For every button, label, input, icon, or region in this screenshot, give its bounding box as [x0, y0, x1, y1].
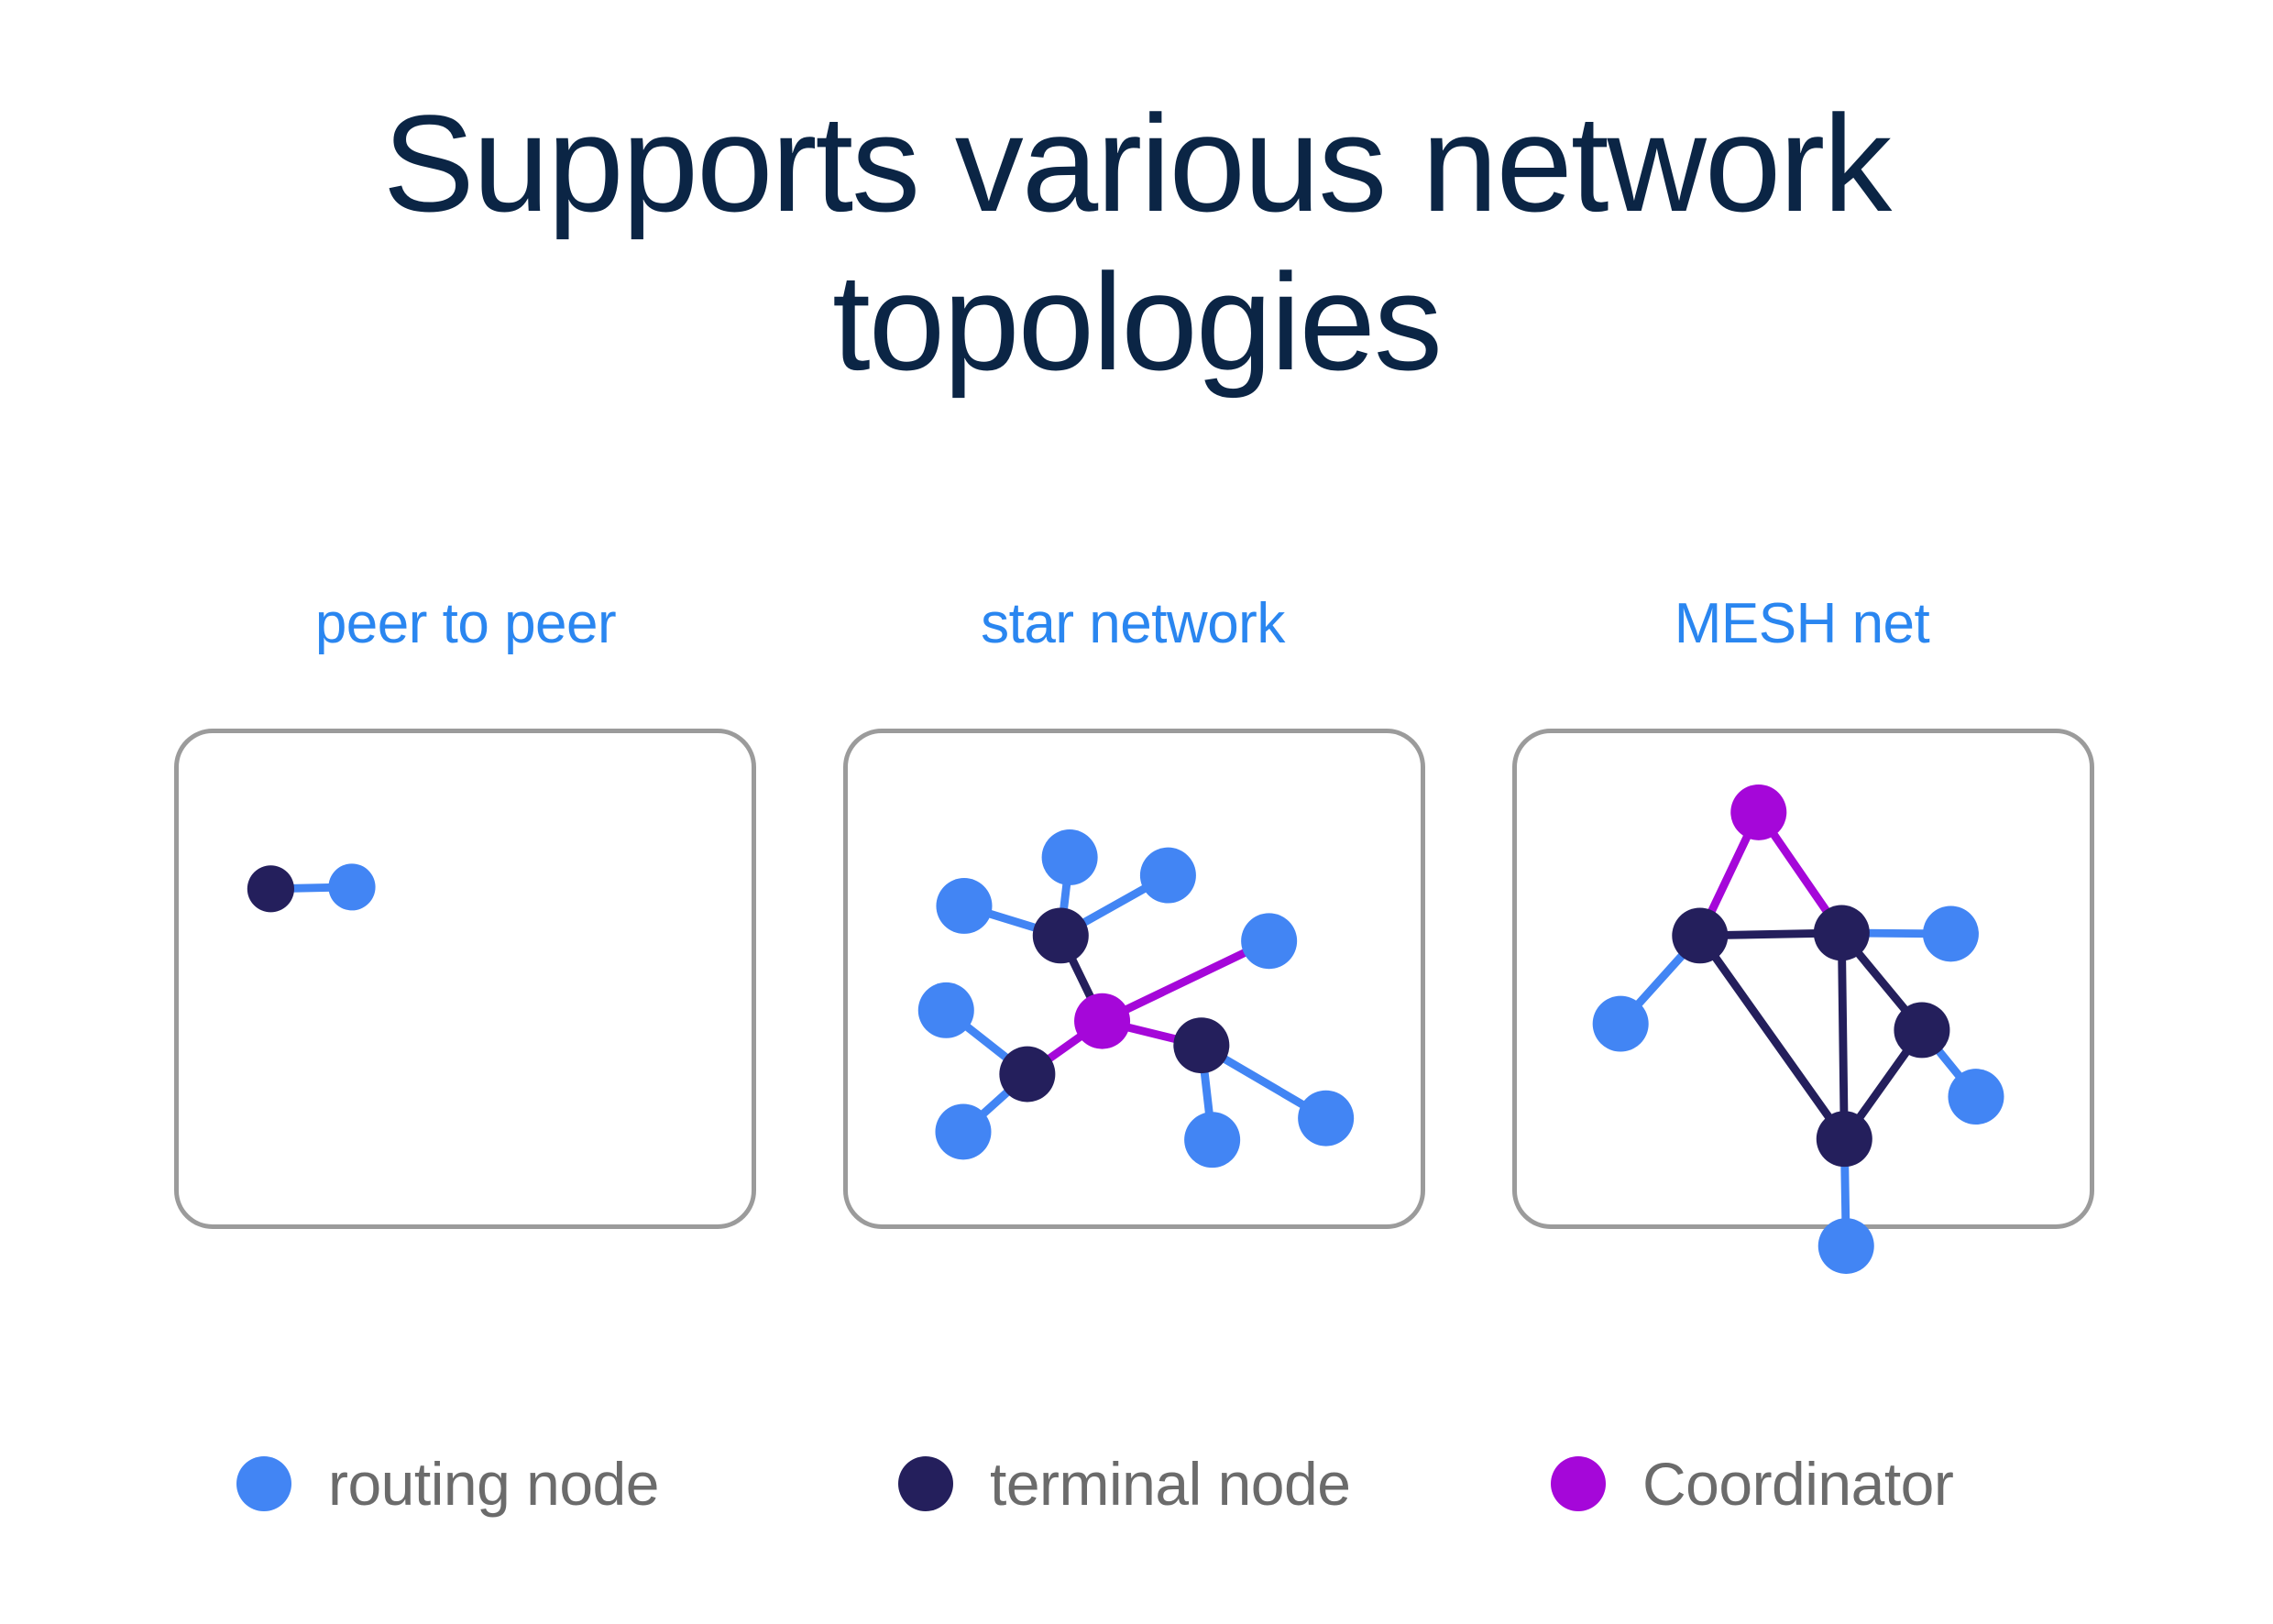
routing-node	[1298, 1090, 1355, 1147]
terminal-node	[1672, 907, 1729, 964]
legend-label-coordinator: Coordinator	[1642, 1450, 1954, 1518]
routing-node	[328, 863, 376, 911]
routing-node	[1241, 913, 1298, 970]
routing-node-icon	[236, 1456, 291, 1511]
network-diagram-mesh-net	[1592, 784, 2004, 1274]
terminal-node	[1816, 1111, 1872, 1168]
routing-node	[1817, 1218, 1874, 1274]
routing-node	[1139, 847, 1196, 904]
panel-label-star-network: star network	[981, 592, 1285, 655]
network-edge	[1098, 937, 1274, 1026]
routing-node	[935, 1103, 992, 1160]
coordinator-node	[1074, 993, 1131, 1049]
legend-item-coordinator: Coordinator	[1551, 1434, 1954, 1533]
page-title: Supports various network topologies	[382, 86, 1892, 399]
network-diagram-star-network	[917, 829, 1355, 1169]
legend-item-terminal-node: terminal node	[898, 1434, 1351, 1533]
legend-label-routing-node: routing node	[328, 1450, 659, 1518]
routing-node	[1922, 905, 1979, 962]
legend-label-terminal-node: terminal node	[990, 1450, 1351, 1518]
routing-node	[1948, 1069, 2004, 1125]
terminal-node	[1173, 1017, 1230, 1074]
network-edge	[1837, 928, 1849, 1144]
legend-item-routing-node: routing node	[236, 1434, 659, 1533]
coordinator-icon	[1551, 1456, 1606, 1511]
routing-node	[1592, 995, 1649, 1052]
coordinator-node	[1730, 784, 1787, 840]
topology-panel-mesh-net	[1512, 729, 2094, 1274]
network-diagram-peer-to-peer	[247, 863, 376, 913]
panel-label-mesh-net: MESH net	[1674, 592, 1930, 655]
terminal-node	[1813, 905, 1870, 961]
routing-node	[1041, 829, 1098, 885]
panel-label-peer-to-peer: peer to peer	[314, 592, 617, 655]
terminal-node	[247, 865, 294, 913]
topology-panel-star-network	[843, 729, 1425, 1229]
network-edge	[1696, 931, 1849, 1144]
terminal-node	[1032, 907, 1089, 964]
routing-node	[1184, 1112, 1241, 1169]
terminal-node	[1894, 1002, 1950, 1059]
legend: routing node terminal node Coordinator	[0, 1434, 2273, 1535]
routing-node	[917, 982, 974, 1038]
topology-panel-peer-to-peer	[174, 729, 756, 1229]
terminal-node	[999, 1046, 1056, 1103]
terminal-node-icon	[898, 1456, 953, 1511]
routing-node	[936, 878, 993, 934]
